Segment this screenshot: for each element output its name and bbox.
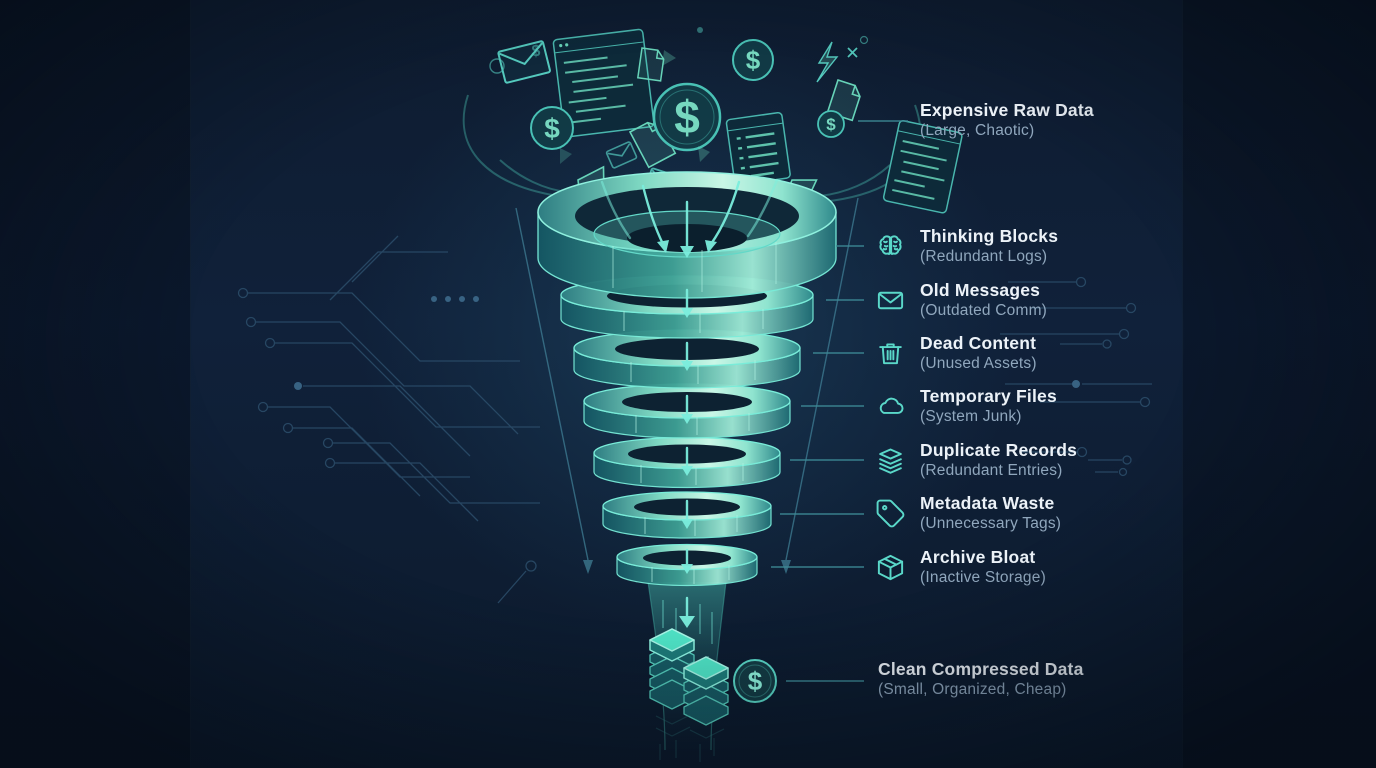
x-mark-icon [847, 47, 858, 58]
stage-subtitle: (Inactive Storage) [920, 568, 1046, 586]
dollar-sign: $ [746, 45, 761, 75]
stage-item-archive-bloat: Archive Bloat (Inactive Storage) [872, 545, 1046, 589]
top-label-title: Expensive Raw Data [920, 100, 1094, 120]
cloud-icon [872, 388, 908, 424]
stage-item-dead-content: Dead Content (Unused Assets) [872, 331, 1037, 375]
stage-subtitle: (Outdated Comm) [920, 301, 1048, 319]
top-label-subtitle: (Large, Chaotic) [920, 122, 1035, 139]
dollar-sign: $ [748, 666, 763, 696]
bottom-label: Clean Compressed Data (Small, Organized,… [878, 659, 1084, 700]
stage-title: Old Messages [920, 279, 1041, 300]
bottom-label-subtitle: (Small, Organized, Cheap) [878, 681, 1067, 698]
top-label: Expensive Raw Data (Large, Chaotic) [920, 100, 1094, 141]
stage-item-thinking-blocks: Thinking Blocks (Redundant Logs) [872, 224, 1058, 268]
data-stack [683, 656, 729, 726]
brain-icon [872, 228, 908, 264]
cube-icon [872, 549, 908, 585]
stage-subtitle: (Unnecessary Tags) [920, 514, 1062, 532]
stage-title: Temporary Files [920, 385, 1057, 406]
stage-item-duplicate-records: Duplicate Records (Redundant Entries) [872, 438, 1077, 482]
dollar-coin-icon: $ [733, 659, 777, 703]
stage-title: Metadata Waste [920, 492, 1055, 513]
dollar-coin-icon: $ [530, 106, 574, 150]
dollar-coin-icon: $ [817, 110, 845, 138]
layers-icon [872, 442, 908, 478]
tag-icon [872, 495, 908, 531]
dollar-sign: $ [674, 91, 700, 143]
dot-icon [859, 35, 869, 45]
dollar-coin-icon: $ [652, 82, 722, 152]
envelope-icon [872, 282, 908, 318]
stage-item-old-messages: Old Messages (Outdated Comm) [872, 278, 1047, 322]
stage-title: Archive Bloat [920, 546, 1036, 567]
stage-subtitle: (Redundant Logs) [920, 247, 1048, 265]
trash-icon [872, 335, 908, 371]
stage-item-metadata-waste: Metadata Waste (Unnecessary Tags) [872, 491, 1061, 535]
stage-title: Duplicate Records [920, 439, 1078, 460]
stage-item-temporary-files: Temporary Files (System Junk) [872, 384, 1057, 428]
dollar-sign: $ [532, 43, 541, 60]
stage-subtitle: (Redundant Entries) [920, 461, 1063, 479]
dollar-sign: $ [826, 115, 836, 134]
dollar-coin-icon: $ [732, 39, 774, 81]
bottom-label-title: Clean Compressed Data [878, 659, 1084, 679]
dollar-sign: $ [544, 113, 560, 144]
dot-icon [697, 27, 703, 33]
stage-subtitle: (System Junk) [920, 407, 1022, 425]
stage-title: Thinking Blocks [920, 225, 1059, 246]
stage-subtitle: (Unused Assets) [920, 354, 1037, 372]
stage-title: Dead Content [920, 332, 1037, 353]
